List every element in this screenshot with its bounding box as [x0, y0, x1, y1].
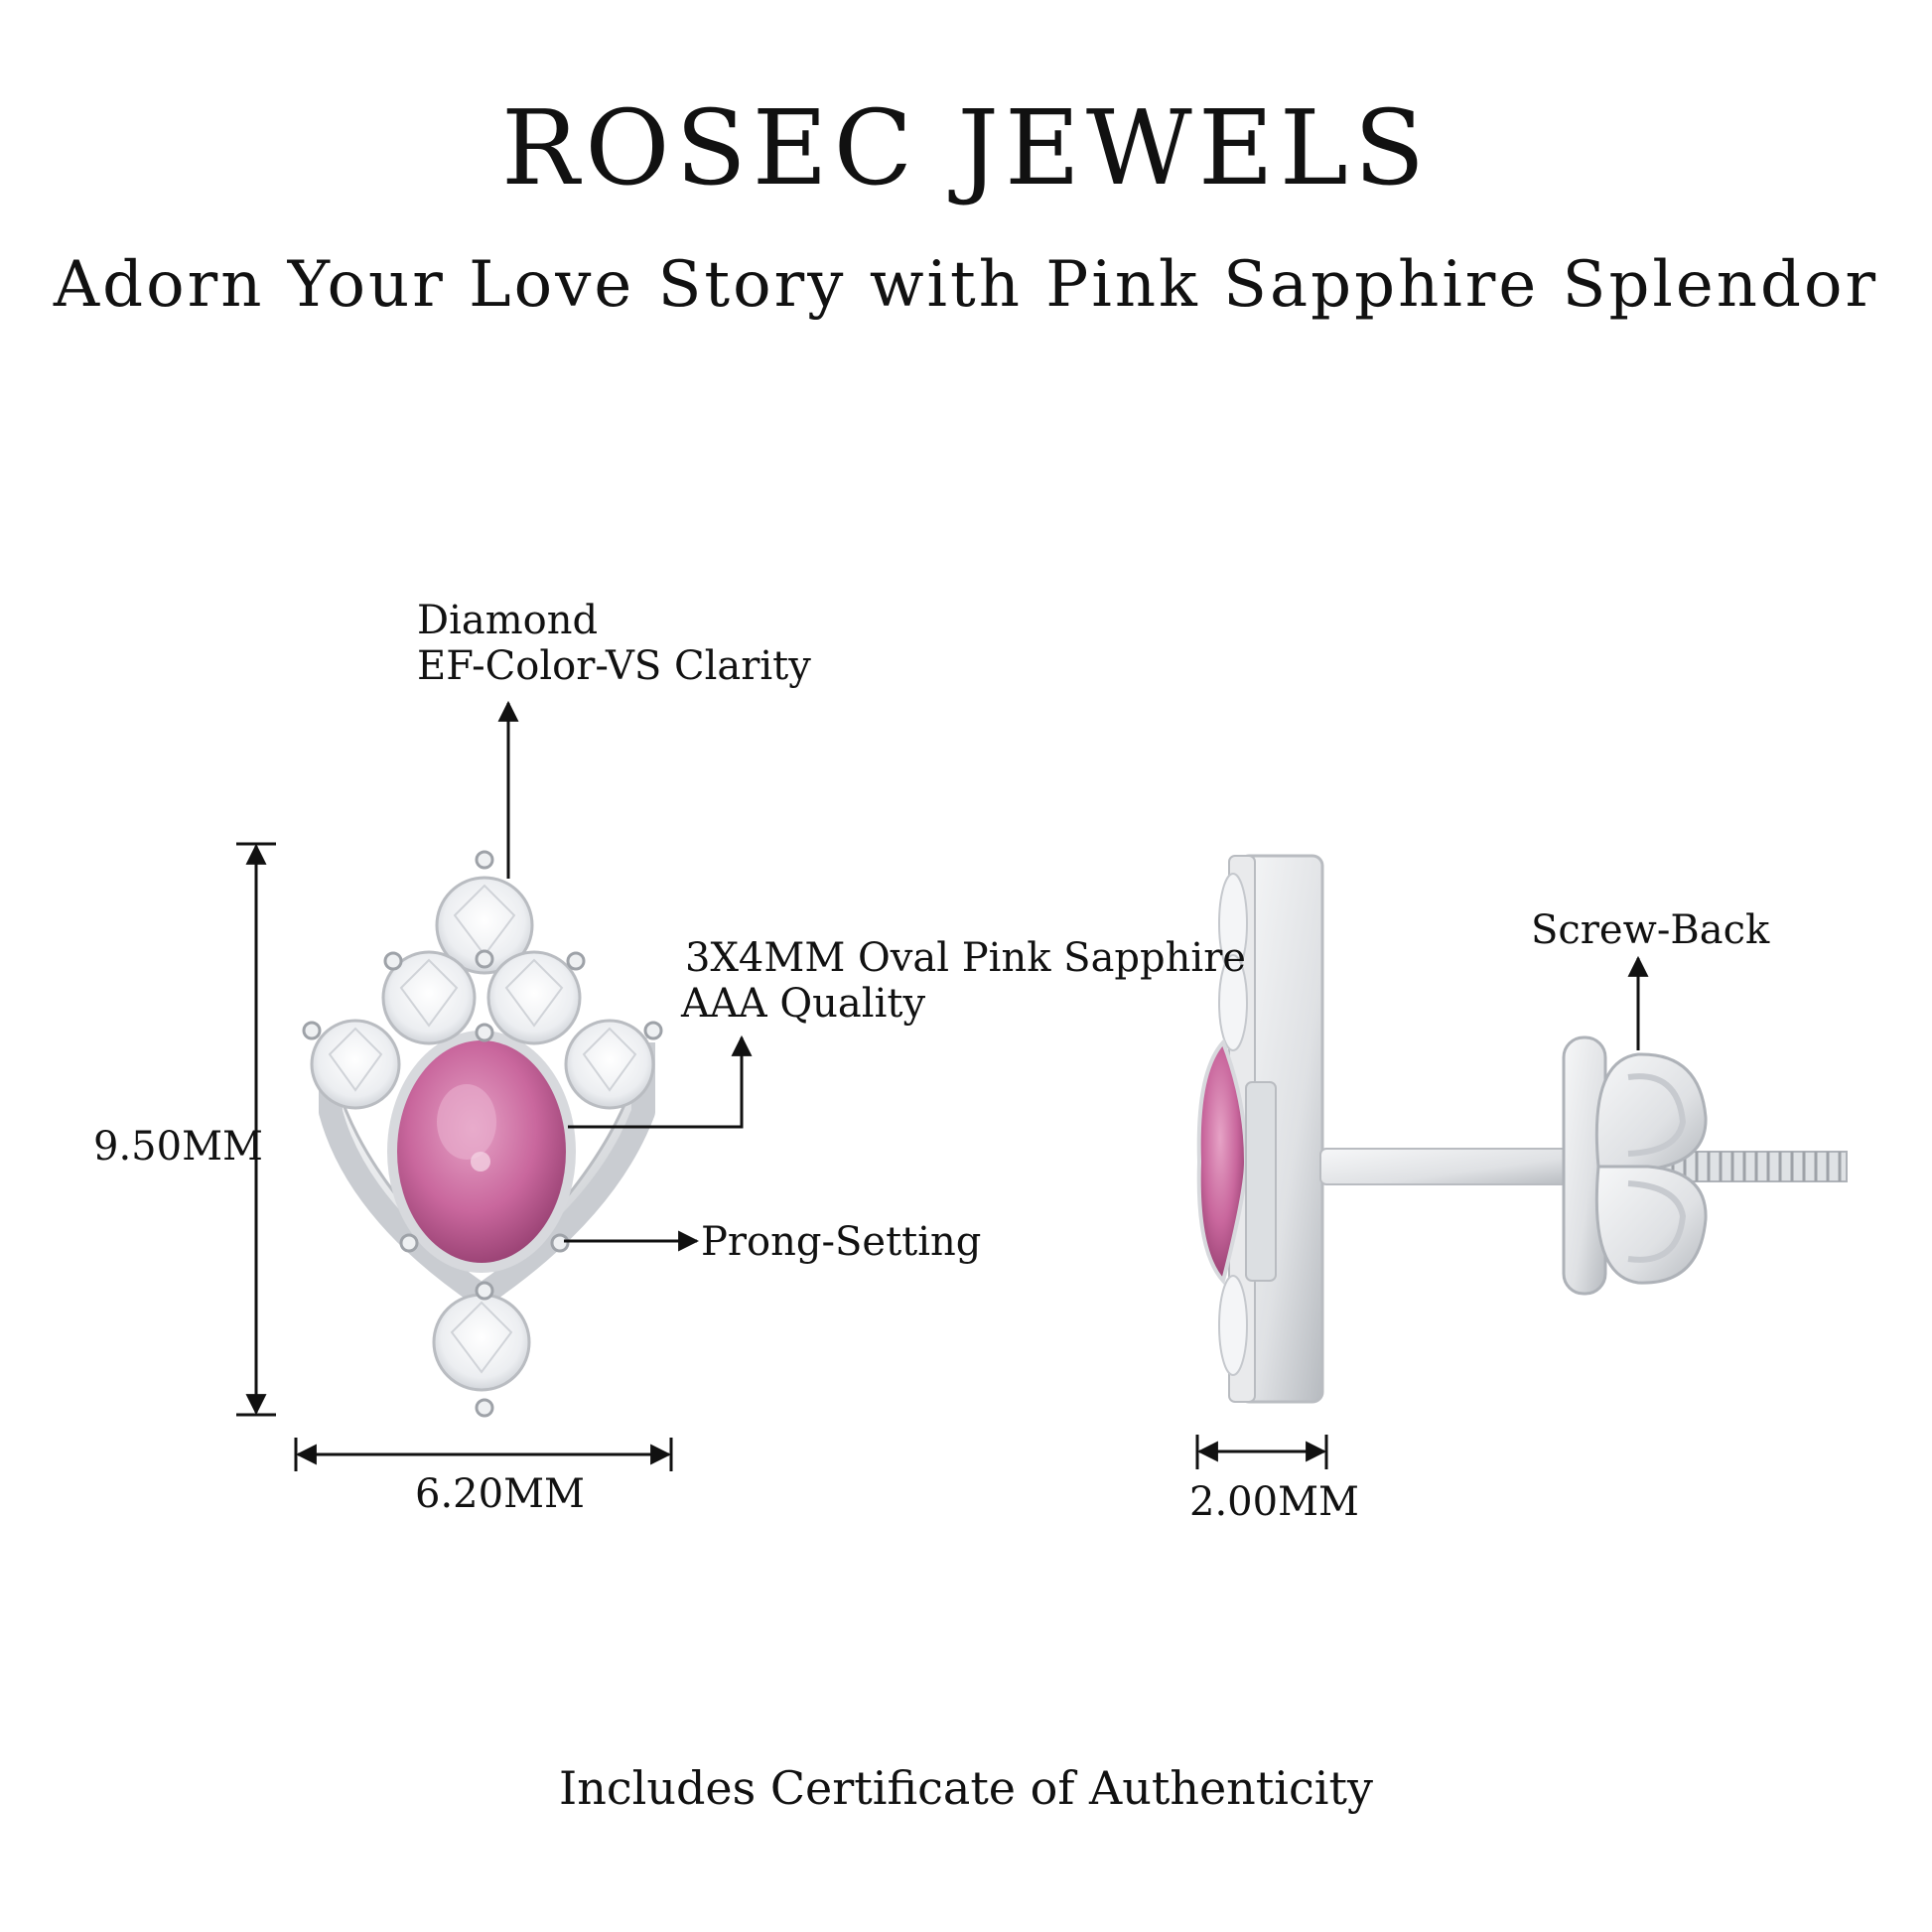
diamond-left [310, 1019, 401, 1110]
sapphire-label-line1: 3X4MM Oval Pink Sapphire [685, 935, 1246, 981]
height-label: 9.50MM [93, 1124, 263, 1170]
prong-setting-label: Prong-Setting [701, 1219, 982, 1265]
depth-label: 2.00MM [1189, 1479, 1359, 1525]
sapphire-callout-line [568, 1035, 753, 1129]
diamond-label: Diamond EF-Color-VS Clarity [417, 598, 811, 689]
tagline: Adorn Your Love Story with Pink Sapphire… [53, 248, 1879, 322]
diamond-label-line2: EF-Color-VS Clarity [417, 643, 811, 689]
prongs [302, 850, 663, 1418]
width-label: 6.20MM [415, 1471, 585, 1517]
earring-front-view [302, 850, 663, 1418]
diamond-top [435, 876, 534, 975]
sapphire-label: 3X4MM Oval Pink Sapphire AAA Quality [681, 935, 1246, 1027]
diamond-mid-right [486, 950, 582, 1045]
brand-title: ROSEC JEWELS [500, 87, 1432, 208]
diamond-mid-left [381, 950, 477, 1045]
screw-back [1562, 1035, 1708, 1296]
diamond-right [564, 1019, 655, 1110]
sapphire-label-line2: AAA Quality [681, 981, 926, 1027]
screw-back-label: Screw-Back [1531, 907, 1770, 953]
annotation-lines [236, 700, 1649, 1471]
certificate-note: Includes Certificate of Authenticity [559, 1761, 1373, 1815]
diamond-label-line1: Diamond [417, 598, 599, 643]
side-pink-sapphire [1196, 1038, 1249, 1286]
earring-side-view [1196, 854, 1848, 1404]
diamond-bottom [432, 1293, 531, 1392]
